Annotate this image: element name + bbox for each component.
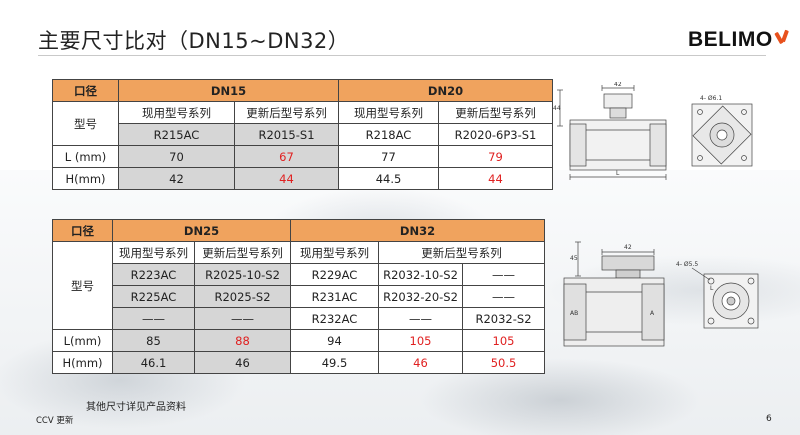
dim-holes: 4- Ø5.5 — [676, 261, 698, 268]
model-cell: —— — [378, 307, 463, 330]
port-label-a: A — [650, 310, 655, 317]
valve-drawing-dn25-dn32: 45 42 L 4- Ø5.5 AB A — [563, 241, 759, 347]
model-cell: R2025-S2 — [194, 285, 291, 308]
value-cell: 88 — [194, 329, 291, 352]
model-cell: R223AC — [112, 263, 195, 286]
dim-height: 44 — [553, 105, 561, 112]
model-cell: R218AC — [338, 123, 439, 146]
page-title: 主要尺寸比对（DN15~DN32） — [38, 29, 350, 53]
logo-mark-icon — [773, 29, 790, 52]
value-cell: 44 — [234, 167, 339, 190]
dim-top: 42 — [624, 244, 632, 251]
corner-cell: 口径 — [52, 219, 113, 242]
dim-height: 45 — [570, 255, 578, 262]
dim-length: L — [616, 170, 620, 177]
model-cell: R229AC — [290, 263, 379, 286]
value-cell: 105 — [378, 329, 463, 352]
subheader-current: 现用型号系列 — [118, 101, 235, 124]
table-row: L(mm) 85 88 94 105 105 — [52, 329, 545, 352]
row-label: L(mm) — [52, 329, 113, 352]
model-label: 型号 — [52, 241, 113, 330]
row-label: H(mm) — [52, 167, 119, 190]
model-cell: R2032-20-S2 — [378, 285, 463, 308]
group-header-dn15: DN15 — [118, 79, 339, 102]
table-row: H(mm) 42 44 44.5 44 — [52, 167, 553, 190]
corner-cell: 口径 — [52, 79, 119, 102]
group-header-dn25: DN25 — [112, 219, 291, 242]
model-cell: —— — [462, 263, 545, 286]
value-cell: 105 — [462, 329, 545, 352]
logo-text: BELIMO — [688, 28, 773, 51]
value-cell: 79 — [438, 145, 553, 168]
value-cell: 77 — [338, 145, 439, 168]
subheader-current: 现用型号系列 — [112, 241, 195, 264]
value-cell: 70 — [118, 145, 235, 168]
title-divider — [38, 55, 766, 56]
table-row: L (mm) 70 67 77 79 — [52, 145, 553, 168]
subheader-current: 现用型号系列 — [290, 241, 379, 264]
subheader-updated: 更新后型号系列 — [194, 241, 291, 264]
group-header-dn20: DN20 — [338, 79, 553, 102]
model-cell: R232AC — [290, 307, 379, 330]
dim-holes: 4- Ø6.1 — [700, 95, 722, 102]
port-label-ab: AB — [570, 310, 578, 317]
model-cell: R2032-S2 — [462, 307, 545, 330]
dimension-table-dn25-dn32: 口径 DN25 DN32 型号 现用型号系列 更新后型号系列 现用型号系列 更新… — [52, 219, 545, 374]
value-cell: 50.5 — [462, 351, 545, 374]
dim-top: 42 — [614, 82, 622, 88]
model-cell: —— — [112, 307, 195, 330]
table-row: H(mm) 46.1 46 49.5 46 50.5 — [52, 351, 545, 374]
model-cell: —— — [462, 285, 545, 308]
group-header-dn32: DN32 — [290, 219, 545, 242]
value-cell: 46.1 — [112, 351, 195, 374]
value-cell: 46 — [378, 351, 463, 374]
row-label: H(mm) — [52, 351, 113, 374]
model-label: 型号 — [52, 101, 119, 146]
model-cell: R2015-S1 — [234, 123, 339, 146]
model-cell: R231AC — [290, 285, 379, 308]
subheader-updated: 更新后型号系列 — [234, 101, 339, 124]
dimension-table-dn15-dn20: 口径 DN15 DN20 型号 现用型号系列 更新后型号系列 现用型号系列 更新… — [52, 79, 553, 190]
row-label: L (mm) — [52, 145, 119, 168]
model-cell: R2020-6P3-S1 — [438, 123, 553, 146]
value-cell: 85 — [112, 329, 195, 352]
model-cell: R225AC — [112, 285, 195, 308]
value-cell: 42 — [118, 167, 235, 190]
value-cell: 46 — [194, 351, 291, 374]
model-cell: —— — [194, 307, 291, 330]
model-cell: R2032-10-S2 — [378, 263, 463, 286]
value-cell: 44 — [438, 167, 553, 190]
value-cell: 67 — [234, 145, 339, 168]
subheader-current: 现用型号系列 — [338, 101, 439, 124]
belimo-logo: BELIMO — [688, 28, 790, 52]
footnote: 其他尺寸详见产品资料 — [86, 402, 186, 413]
subheader-updated: 更新后型号系列 — [378, 241, 545, 264]
value-cell: 94 — [290, 329, 379, 352]
footer-label: CCV 更新 — [36, 416, 74, 426]
page-number: 6 — [766, 414, 772, 424]
value-cell: 49.5 — [290, 351, 379, 374]
value-cell: 44.5 — [338, 167, 439, 190]
subheader-updated: 更新后型号系列 — [438, 101, 553, 124]
dim-length: L — [710, 285, 714, 292]
model-cell: R2025-10-S2 — [194, 263, 291, 286]
valve-drawing-dn15-dn20: 44 42 L 4- Ø6.1 — [553, 82, 753, 180]
model-cell: R215AC — [118, 123, 235, 146]
